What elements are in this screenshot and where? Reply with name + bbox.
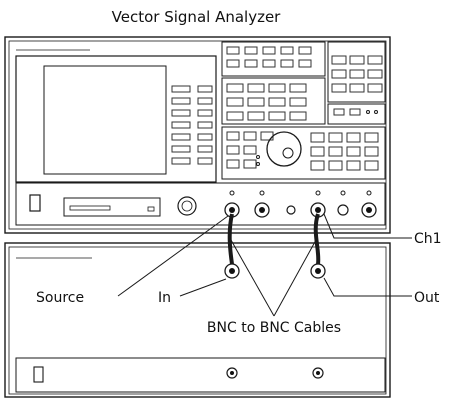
- out-connector[interactable]: [310, 263, 326, 279]
- cable-ch1-to-out: [313, 213, 321, 265]
- power-switch[interactable]: [29, 194, 41, 212]
- cable-source-to-in: [227, 213, 234, 265]
- dut-connector-right[interactable]: [312, 367, 324, 379]
- knob-panel[interactable]: [221, 126, 386, 180]
- key-group-right[interactable]: [327, 41, 386, 103]
- source-label: Source: [36, 290, 84, 306]
- key-group-top[interactable]: [221, 41, 326, 77]
- ch1-label: Ch1: [414, 231, 442, 247]
- vector-signal-analyzer: [4, 36, 391, 234]
- out-label: Out: [414, 290, 440, 306]
- display-screen: [15, 55, 217, 183]
- key-group-small[interactable]: [327, 103, 386, 125]
- key-group-mid[interactable]: [221, 77, 326, 125]
- dut-connector-left[interactable]: [226, 367, 238, 379]
- in-label: In: [158, 290, 171, 306]
- bnc-connector-2[interactable]: [254, 190, 270, 218]
- bnc-connector-5[interactable]: [361, 190, 377, 218]
- dut-power-switch[interactable]: [33, 366, 44, 383]
- small-connector[interactable]: [286, 205, 296, 215]
- bnc-connector-4[interactable]: [337, 190, 349, 216]
- cables-label: BNC to BNC Cables: [207, 320, 341, 336]
- softkeys[interactable]: [171, 85, 213, 165]
- front-knob-icon[interactable]: [177, 196, 197, 216]
- rotary-knob-icon[interactable]: [266, 131, 302, 167]
- in-connector[interactable]: [224, 263, 240, 279]
- disk-drive[interactable]: [63, 197, 161, 217]
- ch1-connector[interactable]: [310, 190, 326, 218]
- source-connector[interactable]: [224, 190, 240, 218]
- diagram-title: Vector Signal Analyzer: [112, 8, 282, 26]
